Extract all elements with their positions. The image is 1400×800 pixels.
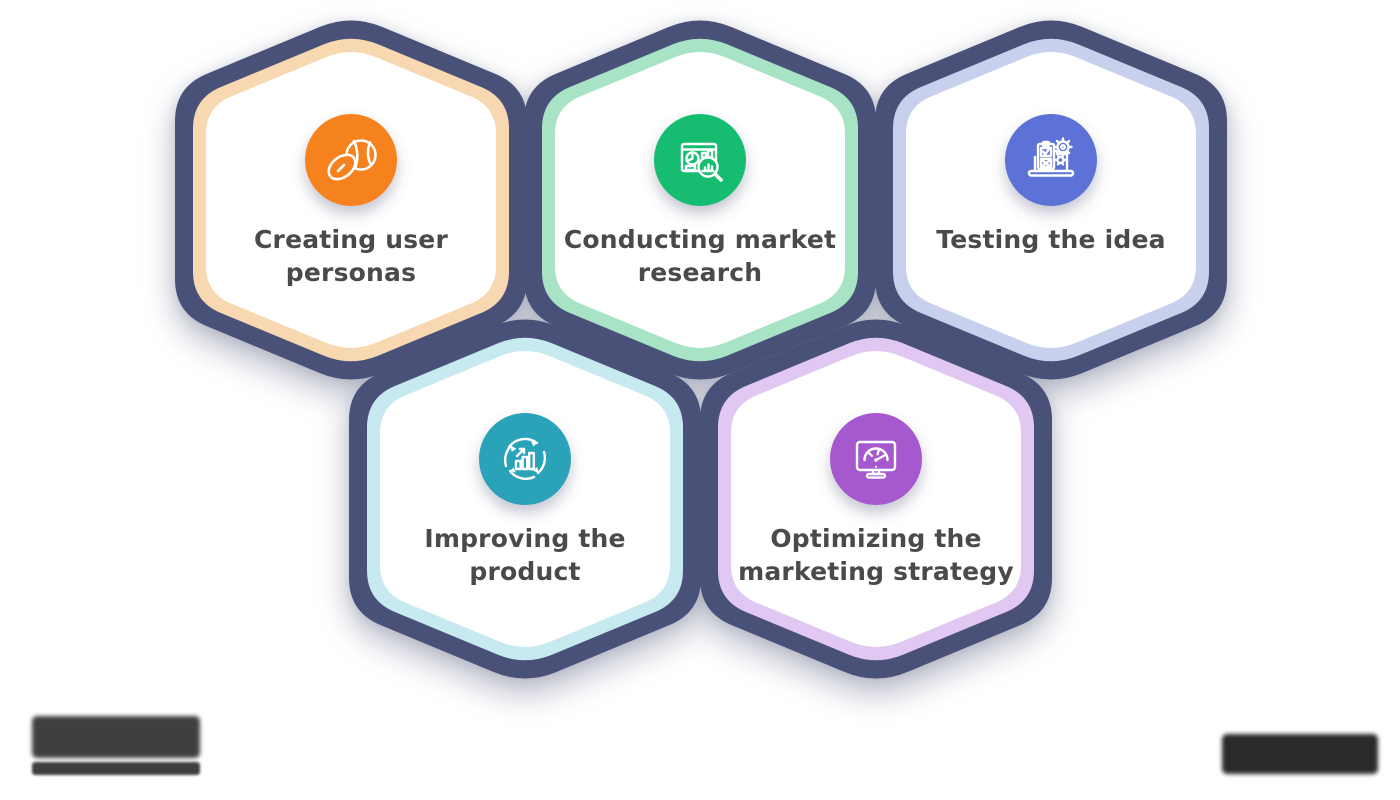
attribution-wordmark-redacted <box>1222 734 1378 774</box>
brand-logo-redacted <box>32 716 200 758</box>
icon-circle-improving-the-product <box>479 413 571 505</box>
hexagon-label-creating-user-personas: Creating user personas <box>254 225 448 287</box>
hexagon-label-testing-the-idea: Testing the idea <box>936 225 1166 254</box>
hexagon-label-conducting-market-research: Conducting market research <box>563 225 837 287</box>
hexagon-label-optimizing-the-marketing-strategy: Optimizing the marketing strategy <box>738 524 1014 586</box>
brand-tagline-redacted <box>32 762 200 775</box>
hexagon-icon-layer <box>305 114 1097 505</box>
hexagon-label-improving-the-product: Improving the product <box>424 524 626 586</box>
